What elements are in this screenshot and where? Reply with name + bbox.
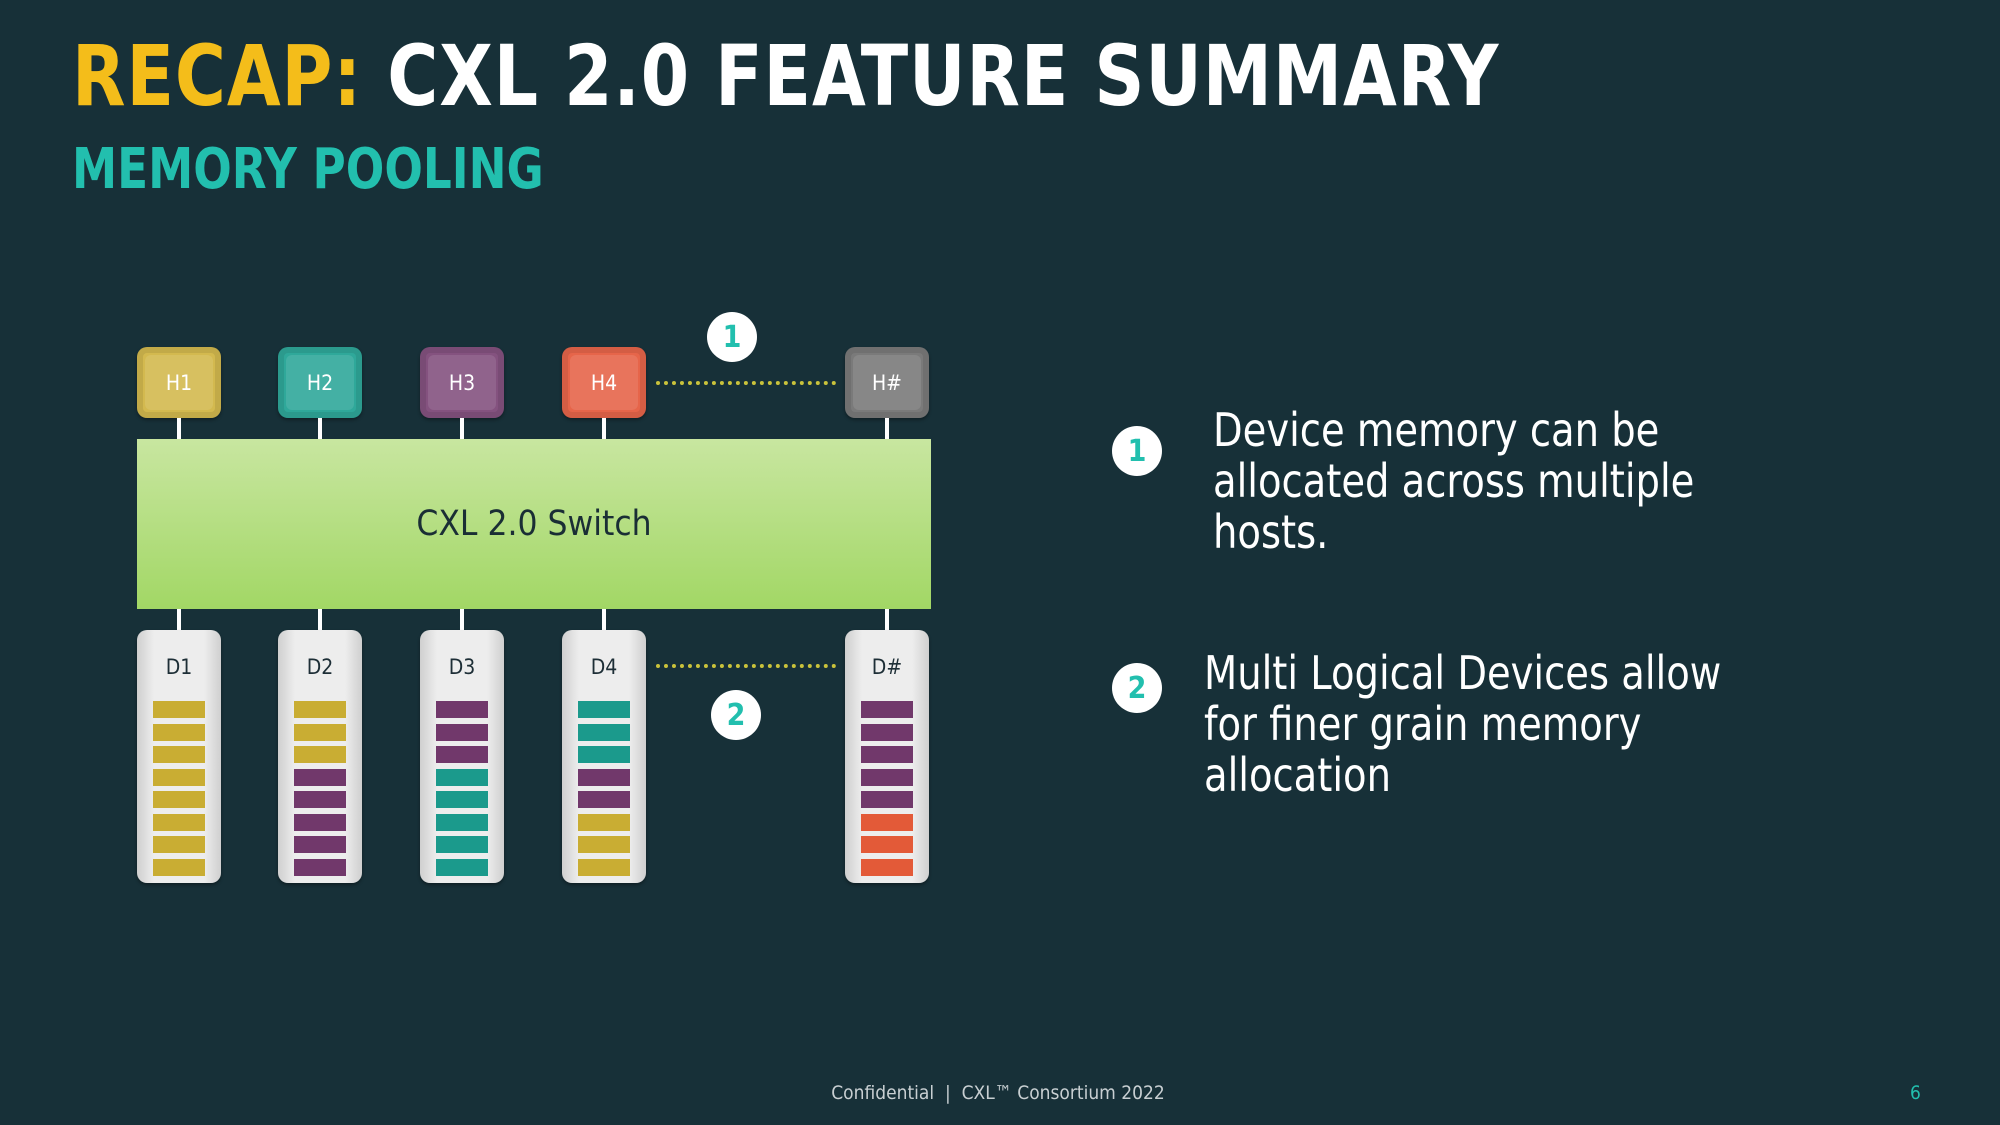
- memory-slice-yellow: [294, 723, 346, 741]
- memory-slice-yellow: [578, 813, 630, 831]
- host-label: H3: [448, 370, 476, 395]
- memory-slice-purple: [294, 791, 346, 808]
- memory-slice-yellow: [153, 791, 205, 808]
- memory-slice-yellow: [294, 701, 346, 718]
- memory-slice-purple: [861, 791, 913, 808]
- switch-label: CXL 2.0 Switch: [416, 504, 652, 544]
- memory-slices: [294, 701, 346, 881]
- memory-slice-yellow: [153, 836, 205, 853]
- device-connector: [177, 609, 181, 630]
- device-d2: D2: [278, 630, 362, 883]
- memory-slices: [861, 701, 913, 881]
- device-dn: D#: [845, 630, 929, 883]
- memory-slice-teal: [436, 791, 488, 808]
- device-d3: D3: [420, 630, 504, 883]
- device-label: D1: [165, 655, 193, 679]
- point-line: hosts.: [1213, 505, 1329, 559]
- memory-slice-yellow: [578, 858, 630, 876]
- memory-slice-purple: [861, 701, 913, 718]
- badge-1-icon: 1: [707, 312, 757, 362]
- point-line: allocated across multiple: [1213, 454, 1695, 508]
- memory-slice-orange: [861, 813, 913, 831]
- slide-title: RECAP: CXL 2.0 FEATURE SUMMARY: [72, 34, 1499, 118]
- host-h1: H1: [137, 347, 221, 418]
- host-label: H4: [590, 370, 618, 395]
- badge-2-icon: 2: [711, 690, 761, 740]
- memory-slice-purple: [294, 858, 346, 876]
- memory-slices: [578, 701, 630, 881]
- device-connector: [602, 609, 606, 630]
- title-main: CXL 2.0 FEATURE SUMMARY: [387, 27, 1500, 125]
- device-label: D2: [306, 655, 334, 679]
- point-line: for finer grain memory: [1204, 697, 1642, 751]
- memory-slice-teal: [436, 768, 488, 786]
- devices-ellipsis-line: [656, 664, 836, 668]
- device-connector: [885, 609, 889, 630]
- memory-slice-purple: [578, 768, 630, 786]
- device-label: D#: [871, 655, 903, 679]
- host-connector: [318, 418, 322, 439]
- host-hn: H#: [845, 347, 929, 418]
- host-label: H2: [306, 370, 334, 395]
- title-accent: RECAP:: [72, 27, 363, 125]
- host-connector: [460, 418, 464, 439]
- point-line: Device memory can be: [1213, 403, 1660, 457]
- point-line: allocation: [1204, 748, 1391, 802]
- memory-slices: [436, 701, 488, 881]
- host-h4: H4: [562, 347, 646, 418]
- memory-slice-purple: [436, 746, 488, 763]
- point-1-badge-icon: 1: [1112, 426, 1162, 476]
- memory-slice-yellow: [294, 746, 346, 763]
- memory-slice-teal: [436, 813, 488, 831]
- memory-slice-orange: [861, 858, 913, 876]
- memory-slice-teal: [436, 836, 488, 853]
- memory-slice-teal: [578, 701, 630, 718]
- device-label: D3: [448, 655, 476, 679]
- device-d1: D1: [137, 630, 221, 883]
- point-1-text: Device memory can be allocated across mu…: [1213, 405, 1694, 558]
- host-label: H1: [165, 370, 193, 395]
- host-label: H#: [871, 370, 903, 395]
- host-h2: H2: [278, 347, 362, 418]
- point-2-text: Multi Logical Devices allow for finer gr…: [1204, 648, 1721, 801]
- memory-slices: [153, 701, 205, 881]
- host-h3: H3: [420, 347, 504, 418]
- point-2-badge-icon: 2: [1112, 663, 1162, 713]
- memory-slice-yellow: [153, 813, 205, 831]
- memory-slice-teal: [436, 858, 488, 876]
- slide-subtitle: MEMORY POOLING: [72, 137, 544, 202]
- memory-slice-purple: [294, 768, 346, 786]
- hosts-ellipsis-line: [656, 381, 836, 385]
- memory-pooling-diagram: H1 H2 H3 H4 H# CXL 2.0 Switch D1 D2 D3 D…: [137, 312, 931, 883]
- device-connector: [460, 609, 464, 630]
- page-number: 6: [1910, 1082, 1921, 1104]
- cxl-switch: CXL 2.0 Switch: [137, 439, 931, 609]
- memory-slice-purple: [861, 723, 913, 741]
- memory-slice-purple: [861, 746, 913, 763]
- memory-slice-yellow: [153, 723, 205, 741]
- memory-slice-yellow: [153, 746, 205, 763]
- host-connector: [177, 418, 181, 439]
- point-line: Multi Logical Devices allow: [1204, 646, 1722, 700]
- memory-slice-yellow: [153, 858, 205, 876]
- memory-slice-teal: [578, 723, 630, 741]
- memory-slice-purple: [294, 813, 346, 831]
- device-d4: D4: [562, 630, 646, 883]
- device-connector: [318, 609, 322, 630]
- footer-text: Confidential | CXL™ Consortium 2022: [831, 1082, 1165, 1104]
- memory-slice-purple: [436, 723, 488, 741]
- memory-slice-yellow: [153, 768, 205, 786]
- device-label: D4: [590, 655, 618, 679]
- memory-slice-purple: [861, 768, 913, 786]
- memory-slice-teal: [578, 746, 630, 763]
- memory-slice-purple: [294, 836, 346, 853]
- memory-slice-orange: [861, 836, 913, 853]
- host-connector: [885, 418, 889, 439]
- host-connector: [602, 418, 606, 439]
- memory-slice-yellow: [578, 836, 630, 853]
- memory-slice-yellow: [153, 701, 205, 718]
- memory-slice-purple: [436, 701, 488, 718]
- memory-slice-purple: [578, 791, 630, 808]
